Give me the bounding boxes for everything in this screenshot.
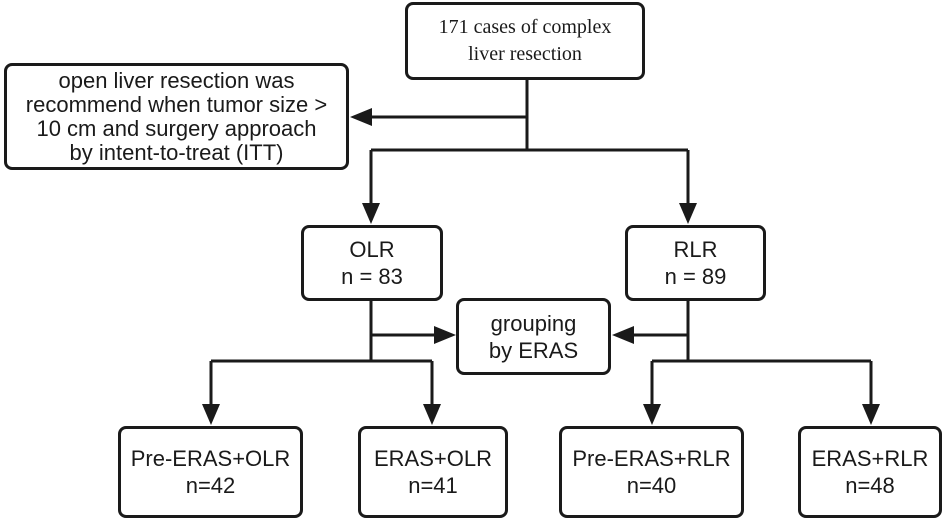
node-criteria-line-1: open liver resection was: [58, 67, 295, 93]
arrowhead-grouping-right: [612, 326, 634, 344]
node-total-line-1: 171 cases of complex: [438, 16, 612, 38]
node-rlr-line-2: n = 89: [664, 264, 727, 289]
node-pre-eras-rlr: Pre-ERAS+RLR n=40: [559, 426, 744, 518]
node-pre-eras-rlr-line-2: n=40: [626, 473, 677, 498]
node-eras-olr-line-1: ERAS+OLR: [374, 446, 492, 471]
node-eras-rlr: ERAS+RLR n=48: [798, 426, 942, 518]
node-eras-rlr-line-2: n=48: [845, 473, 895, 498]
node-pre-eras-rlr-line-1: Pre-ERAS+RLR: [572, 446, 731, 471]
node-eras-olr-line-2: n=41: [408, 473, 458, 498]
node-olr-line-2: n = 83: [341, 264, 403, 289]
arrowhead-olr: [362, 203, 380, 224]
arrowhead-pre-eras-rlr: [643, 404, 661, 425]
node-eras-olr: ERAS+OLR n=41: [358, 426, 508, 518]
node-criteria-line-2: recommend when tumor size >: [25, 91, 328, 117]
node-olr: OLR n = 83: [301, 225, 443, 301]
node-rlr-line-1: RLR: [673, 237, 718, 262]
node-criteria-line-4: by intent-to-treat (ITT): [69, 139, 284, 165]
node-rlr: RLR n = 89: [625, 225, 766, 301]
arrowhead-eras-olr: [423, 404, 441, 425]
node-grouping-line-1: grouping: [490, 310, 577, 336]
node-criteria: open liver resection was recommend when …: [4, 63, 349, 170]
node-grouping-line-2: by ERAS: [488, 337, 579, 363]
node-grouping: grouping by ERAS: [456, 298, 611, 375]
arrowhead-pre-eras-olr: [202, 404, 220, 425]
arrowhead-criteria: [350, 108, 372, 126]
node-pre-eras-olr-line-1: Pre-ERAS+OLR: [130, 446, 291, 471]
node-total-cases: 171 cases of complex liver resection: [405, 2, 645, 80]
node-olr-line-1: OLR: [349, 237, 395, 262]
node-pre-eras-olr-line-2: n=42: [185, 473, 236, 498]
arrowhead-rlr: [679, 203, 697, 224]
arrowhead-eras-rlr: [862, 404, 880, 425]
arrowhead-grouping-left: [434, 326, 456, 344]
node-pre-eras-olr: Pre-ERAS+OLR n=42: [118, 426, 303, 518]
node-total-line-2: liver resection: [468, 43, 582, 65]
node-eras-rlr-line-1: ERAS+RLR: [811, 446, 929, 471]
node-criteria-line-3: 10 cm and surgery approach: [36, 115, 317, 141]
